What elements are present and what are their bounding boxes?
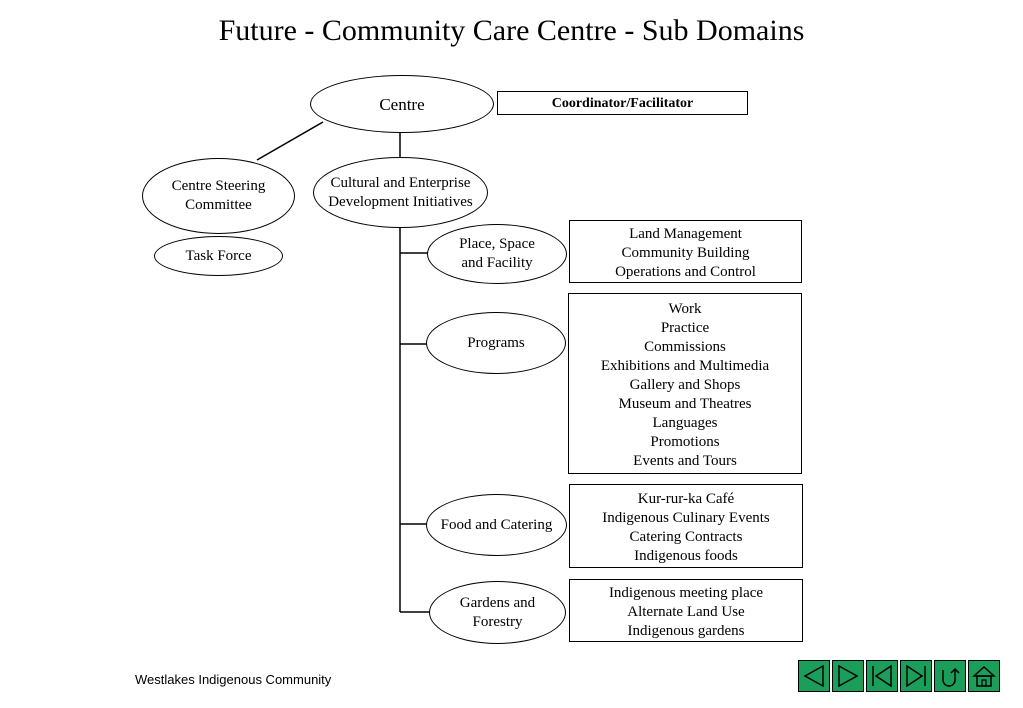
cultural-label-line1: Cultural and Enterprise xyxy=(330,174,471,191)
programs-node: Programs xyxy=(426,312,566,374)
next-slide-button[interactable] xyxy=(866,660,898,692)
food-details-box: Kur-rur-ka Café Indigenous Culinary Even… xyxy=(569,484,803,568)
home-button[interactable] xyxy=(968,660,1000,692)
food-catering-node: Food and Catering xyxy=(426,494,567,556)
next-icon xyxy=(872,664,892,688)
detail-item: Languages xyxy=(652,415,718,431)
gardens-forestry-node: Gardens and Forestry xyxy=(429,581,566,644)
detail-item: Gallery and Shops xyxy=(629,377,741,393)
detail-item: Practice xyxy=(660,320,710,336)
detail-item: Operations and Control xyxy=(615,264,756,280)
slide-navigation xyxy=(798,660,1000,692)
cultural-enterprise-node: Cultural and Enterprise Development Init… xyxy=(313,157,488,228)
gardens-label-line2: Forestry xyxy=(472,613,523,630)
detail-item: Work xyxy=(668,301,702,317)
steering-label-line2: Committee xyxy=(185,197,252,213)
detail-item: Indigenous foods xyxy=(634,548,738,564)
last-slide-button[interactable] xyxy=(900,660,932,692)
task-force-node: Task Force xyxy=(154,236,283,276)
detail-item: Kur-rur-ka Café xyxy=(637,491,735,507)
detail-item: Land Management xyxy=(629,226,742,242)
footer-text: Westlakes Indigenous Community xyxy=(135,672,332,687)
detail-item: Promotions xyxy=(650,434,720,450)
programs-details-box: Work Practice Commissions Exhibitions an… xyxy=(568,293,802,474)
detail-item: Community Building xyxy=(621,245,750,261)
centre-label: Centre xyxy=(379,94,425,114)
place-details-box: Land Management Community Building Opera… xyxy=(569,220,802,283)
place-label-line2: and Facility xyxy=(461,255,533,271)
programs-label: Programs xyxy=(467,334,525,351)
detail-item: Alternate Land Use xyxy=(627,604,745,620)
page-title: Future - Community Care Centre - Sub Dom… xyxy=(218,14,805,47)
detail-item: Museum and Theatres xyxy=(618,396,752,412)
first-icon xyxy=(803,664,824,688)
return-icon xyxy=(942,667,960,687)
detail-item: Indigenous Culinary Events xyxy=(602,510,770,526)
last-icon xyxy=(906,664,926,688)
coordinator-box: Coordinator/Facilitator xyxy=(497,91,748,115)
place-label-line1: Place, Space xyxy=(459,236,535,252)
gardens-label-line1: Gardens and xyxy=(459,594,536,611)
detail-item: Exhibitions and Multimedia xyxy=(600,358,770,374)
detail-item: Events and Tours xyxy=(633,453,737,469)
steering-label-line1: Centre Steering xyxy=(171,178,266,194)
cultural-label-line2: Development Initiatives xyxy=(328,193,473,210)
detail-item: Indigenous gardens xyxy=(627,623,745,639)
home-icon xyxy=(972,665,996,687)
centre-node: Centre xyxy=(310,75,494,133)
detail-item: Catering Contracts xyxy=(629,529,743,545)
previous-icon xyxy=(838,664,859,688)
detail-item: Indigenous meeting place xyxy=(608,585,764,601)
return-button[interactable] xyxy=(934,660,966,692)
task-force-label: Task Force xyxy=(185,247,252,264)
steering-committee-node: Centre Steering Committee xyxy=(142,158,295,234)
food-label: Food and Catering xyxy=(440,516,553,533)
gardens-details-box: Indigenous meeting place Alternate Land … xyxy=(569,579,803,642)
first-slide-button[interactable] xyxy=(798,660,830,692)
place-space-node: Place, Space and Facility xyxy=(427,224,567,284)
detail-item: Commissions xyxy=(644,339,726,355)
previous-slide-button[interactable] xyxy=(832,660,864,692)
coordinator-label: Coordinator/Facilitator xyxy=(551,95,694,111)
